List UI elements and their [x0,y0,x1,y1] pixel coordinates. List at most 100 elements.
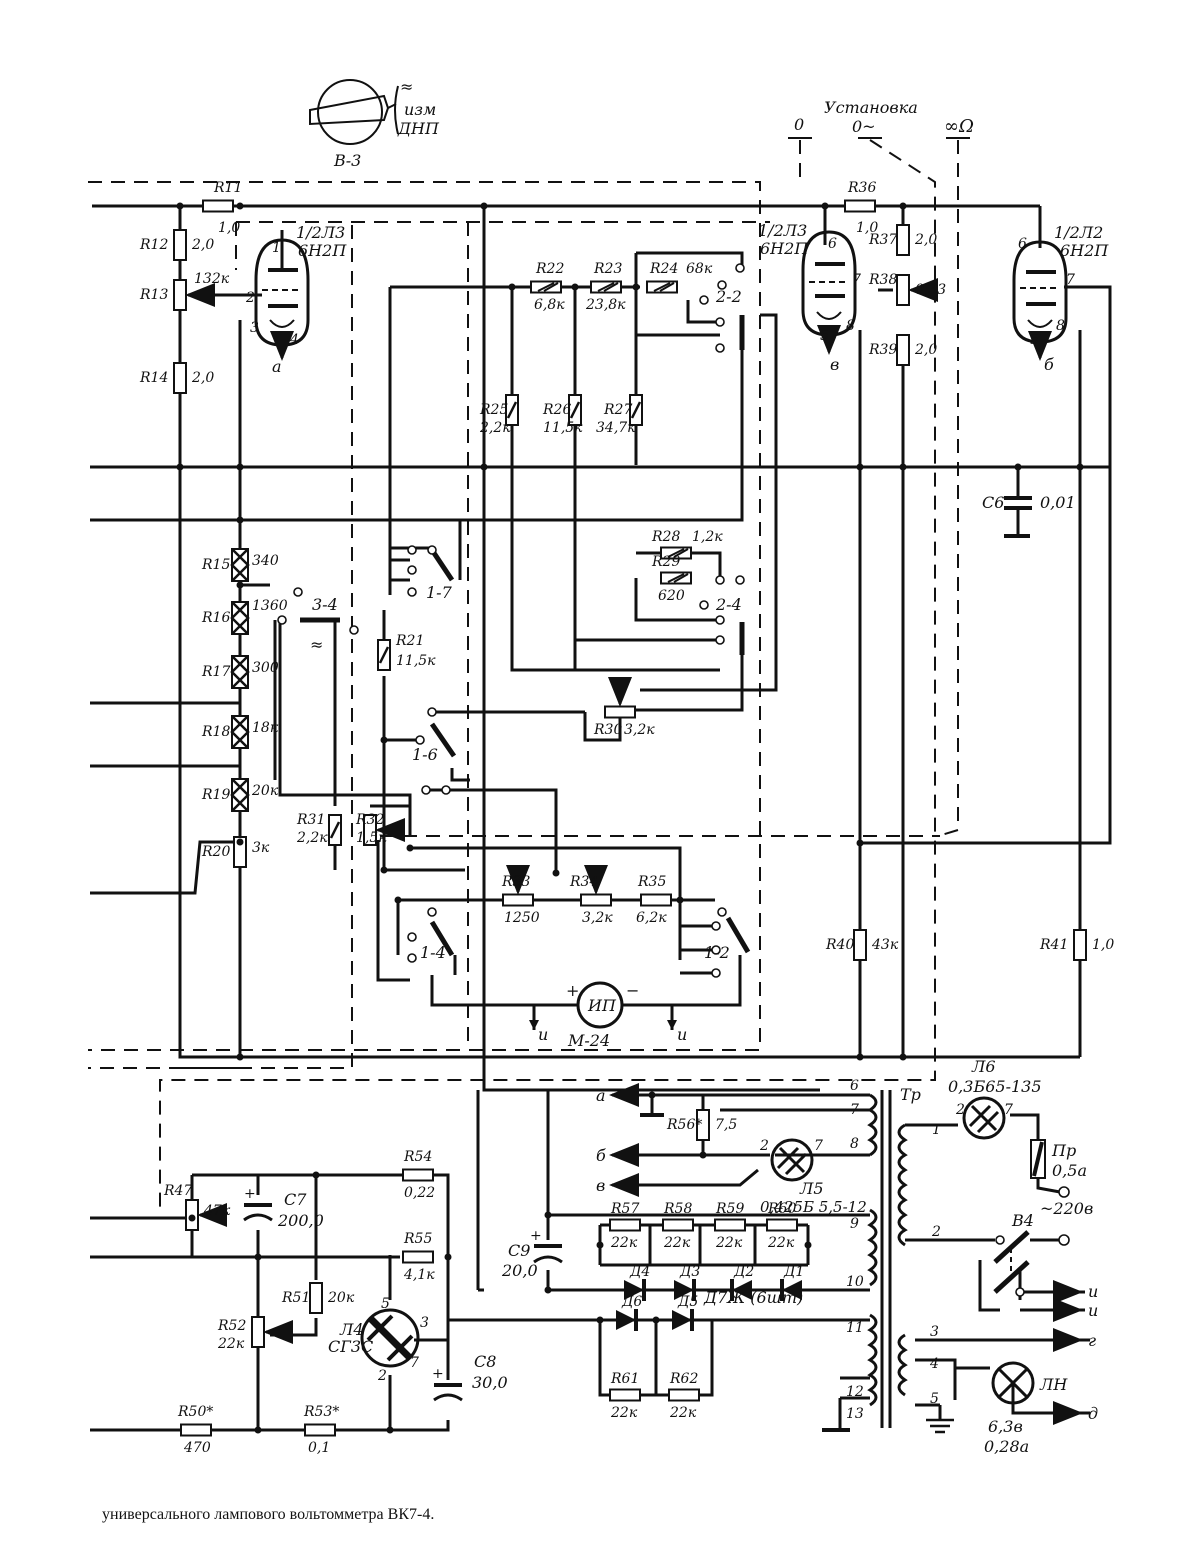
resistor-ref-label: R56* [666,1117,702,1133]
junction-dot [648,1091,656,1099]
resistor-ref-label: R12 [139,237,168,253]
lamp-l5-ref: Л5 [799,1179,824,1198]
junction-dot [236,581,244,589]
switch-2-2-label: 2-2 [715,287,742,306]
tube-l3-right: 1/2Л3 6Н2П 6 7 5 8 в [758,221,861,374]
resistor-value-label: 2,0 [191,370,214,386]
tube3-type: 6Н2П [1060,241,1109,260]
resistor-value-label: 22к [669,1405,697,1421]
diode-д4: Д4 [624,1264,650,1301]
meter-minus: − [626,981,639,1000]
junction-dot [1076,463,1084,471]
tr-fil-pin: 4 [929,1356,939,1372]
dashed-shield-boundaries [88,137,970,1210]
resistor-ref-label: R55 [403,1231,432,1247]
resistor-value-label: 11,5к [396,653,436,669]
tube2-pin: 6 [828,236,837,252]
tube3-ref: 1/2Л2 [1054,223,1103,242]
junction-dot [544,1286,552,1294]
tube4-pin: 7 [410,1355,419,1371]
resistor-value-label: 620 [658,588,685,604]
diode-note: Д7Ж (6шт) [703,1288,803,1307]
junction-dot [596,1241,604,1249]
tr-sec-pin: 12 [846,1384,864,1400]
lamp-ln: ЛН 6,3в 0,28а [984,1361,1068,1456]
resistor-ref-label: R57 [610,1201,639,1217]
resistor-ref-label: R22 [535,261,564,277]
resistor-value-label: 4,1к [403,1267,435,1283]
resistor-value-label: 22к [610,1235,638,1251]
resistor-ref-label: R23 [593,261,622,277]
top-setting-labels: 0 Установка 0~ ∞Ω [794,98,974,137]
tube-l3-left: 1 2 3 4 1/2Л3 6Н2П а [245,223,347,376]
switch-2-4: 2-4 [699,575,745,655]
resistor-value-label: 0,22 [404,1185,435,1201]
tr-fil-pin: 3 [930,1324,939,1340]
meter-ref: ИП [587,996,617,1015]
resistor-value-label: 0,33 [915,282,946,298]
junction-dot [856,839,864,847]
diode-label: Д3 [679,1264,700,1280]
tube-l2: 1/2Л2 6Н2П 6 7 5 8 б [1012,223,1109,374]
c6-value: 0,01 [1040,493,1076,512]
junction-dot [596,1316,604,1324]
tube2-pin: 8 [846,318,855,334]
junction-dot [699,1151,707,1159]
tube1-pin: 3 [250,320,259,336]
resistor-value-label: 3,2к [582,910,613,926]
label-setting: Установка [824,98,918,117]
resistor-ref-label: R21 [395,633,424,649]
transformer-tr: Тр 6 7 8 9 10 11 12 13 1 2 3 4 5 [846,1078,941,1428]
resistor-ref-label: R33 [501,874,530,890]
junction-dot [380,736,388,744]
tube1-pin: 1 [272,240,281,256]
c7-ref: С7 [284,1190,307,1209]
tr-fil-pin: 5 [930,1391,939,1407]
resistor-ref-label: R27 [603,402,632,418]
junction-dot [899,1053,907,1061]
junction-dot [899,463,907,471]
diode-label: Д5 [677,1294,698,1310]
lamp-l6: Л6 0,3Б65-135 2 7 [948,1057,1042,1140]
c8-ref: С8 [474,1352,496,1371]
resistor-value-label: 22к [715,1235,743,1251]
resistor-value-label: 23,8к [585,297,626,313]
resistor-value-label: 22к [767,1235,795,1251]
tube2-ref: 1/2Л3 [758,221,807,240]
lamp-l6-pin: 2 [955,1102,965,1118]
diode-д5: Д5 [672,1294,698,1331]
junction-dot [236,516,244,524]
resistor-value-label: 3к [252,840,270,856]
junction-dot [856,1053,864,1061]
output-b: б [596,1146,606,1165]
output-a: а [596,1086,606,1105]
junction-dot [856,463,864,471]
resistor-value-label: 11,5к [543,420,583,436]
resistor-ref-label: R47 [163,1183,192,1199]
output-d: д [1088,1404,1098,1423]
lamp-ln-ref: ЛН [1039,1375,1068,1394]
resistor-ref-label: R39 [868,342,897,358]
resistor-value-label: 1,0 [218,220,240,236]
resistor-ref-label: R41 [1039,937,1068,953]
resistor-ref-label: R24 [649,261,678,277]
transformer-ref: Тр [900,1085,921,1104]
resistor-value-label: 2,0 [914,232,937,248]
resistor-value-label: 18к [252,720,279,736]
junction-dot [544,1211,552,1219]
capacitor-c7: + С7 200,0 [243,1186,324,1230]
switch-1-6: 1-6 [412,707,457,795]
resistor-value-label: 470 [183,1440,211,1456]
resistor-ref-label: R51 [281,1290,310,1306]
resistor-value-label: 1,0 [856,220,878,236]
switch-2-4-label: 2-4 [715,595,742,614]
tr-sec-pin: 11 [846,1320,864,1336]
tr-sec-pin: 6 [850,1078,859,1094]
